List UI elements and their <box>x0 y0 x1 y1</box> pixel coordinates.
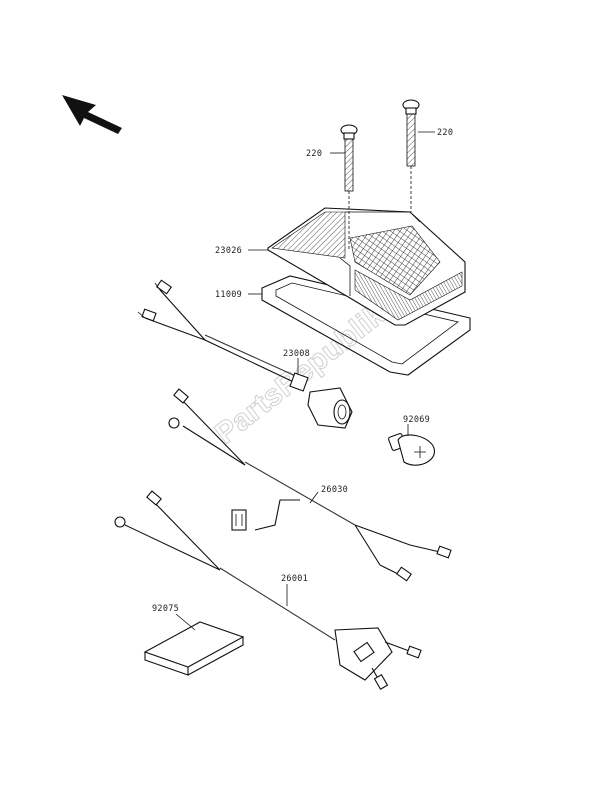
socket-harness <box>137 279 353 429</box>
part-label-sticker: 92075 <box>152 604 179 614</box>
part-label-gasket: 11009 <box>215 290 242 300</box>
gasket <box>261 275 471 376</box>
bolt-right <box>402 99 420 212</box>
part-label-socket: 23008 <box>283 349 310 359</box>
part-label-upper-harness: 26030 <box>321 485 348 495</box>
part-label-lens: 23026 <box>215 246 242 256</box>
label-sticker <box>143 621 245 676</box>
part-label-bolt-right: 220 <box>437 128 453 138</box>
bulb <box>388 433 435 466</box>
leader-lines <box>175 131 435 631</box>
direction-arrow-icon <box>62 95 122 134</box>
tail-lens <box>267 207 466 326</box>
part-label-bolt-left: 220 <box>306 149 322 159</box>
bolt-left <box>340 124 358 250</box>
upper-harness <box>168 388 452 582</box>
watermark: PartsRepublik <box>209 298 391 451</box>
part-label-bulb: 92069 <box>403 415 430 425</box>
part-label-lower-harness: 26001 <box>281 574 308 584</box>
lower-harness <box>114 490 422 690</box>
